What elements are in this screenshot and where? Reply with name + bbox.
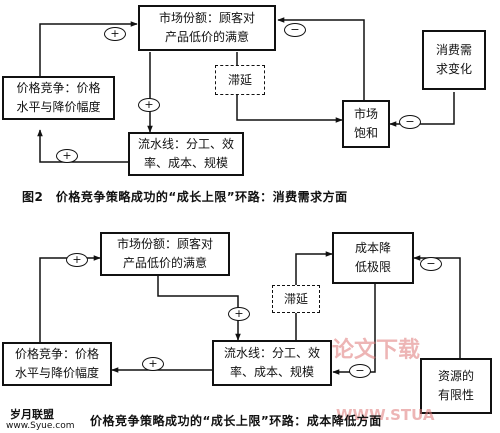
link2-share-to-line [157, 276, 241, 341]
watermark-left-site: www.Syue.com [6, 421, 75, 431]
node-price-competition: 价格竞争：价格 水平与降价幅度 [2, 76, 115, 120]
link2-resources-to-limit [413, 255, 461, 358]
sign-share-to-line: + [138, 98, 160, 112]
watermark-right-logo: 论文下载 [332, 338, 421, 363]
sign2-price-to-share: + [66, 253, 88, 267]
figure1-caption: 图2 价格竞争策略成功的“成长上限”环路：消费需求方面 [22, 190, 348, 204]
sign2-line-to-price: + [142, 357, 164, 371]
sign-price-to-share: + [104, 27, 126, 41]
link-saturation-to-share [277, 17, 365, 100]
link2-limit-to-line [332, 284, 376, 375]
node-market-share: 市场份额：顾客对 产品低价的满意 [138, 5, 276, 51]
node2-price-competition: 价格竞争：价格 水平与降价幅度 [2, 342, 112, 386]
node-market-saturation: 市场 饱和 [342, 100, 390, 148]
sign-demand-to-saturation: − [399, 115, 421, 129]
watermark-left-logo: 岁月联盟 [10, 408, 54, 421]
link2-price-to-share [39, 255, 101, 342]
sign2-resources-to-limit: − [420, 257, 442, 271]
sign-line-to-price: + [56, 149, 78, 163]
node-assembly-line: 流水线：分工、效 率、成本、规模 [128, 132, 244, 176]
link-price-to-share [39, 21, 138, 76]
link-line-to-price [37, 129, 128, 163]
node-delay: 滞延 [215, 65, 265, 95]
node2-assembly-line: 流水线：分工、效 率、成本、规模 [212, 340, 332, 386]
node2-limited-resources: 资源的 有限性 [420, 358, 492, 414]
sign2-share-to-line: + [228, 307, 250, 321]
sign2-limit-to-line: − [349, 364, 371, 378]
sign-saturation-to-share: − [284, 23, 306, 37]
node2-delay: 滞延 [272, 285, 320, 313]
node-demand-change: 消费需 求变化 [422, 30, 486, 90]
node2-cost-limit: 成本降 低极限 [332, 232, 414, 284]
watermark-right-site: WWW.STUA [336, 406, 435, 424]
figure2-caption: 价格竞争策略成功的“成长上限”环路：成本降低方面 [90, 414, 382, 428]
node2-market-share: 市场份额：顾客对 产品低价的满意 [100, 232, 230, 276]
